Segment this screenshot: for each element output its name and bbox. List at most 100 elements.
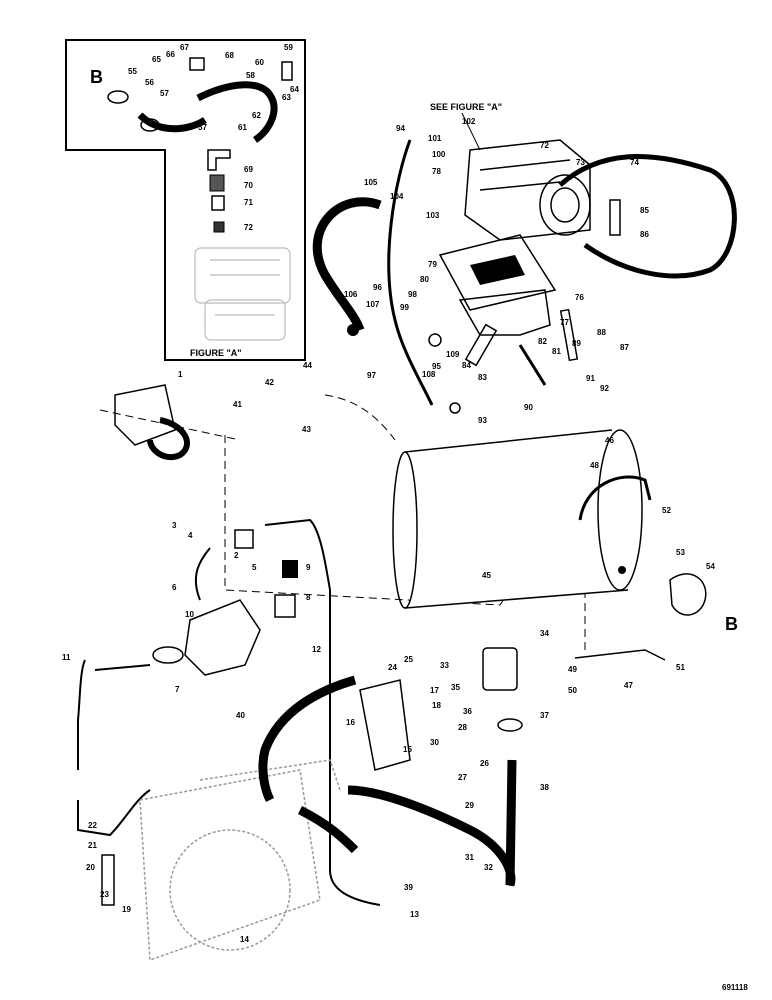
callout-47: 47 (624, 681, 633, 690)
callout-99: 99 (400, 303, 409, 312)
callout-27: 27 (458, 773, 467, 782)
callout-28: 28 (458, 723, 467, 732)
callout-8: 8 (306, 593, 311, 602)
callout-3: 3 (172, 521, 177, 530)
callout-50: 50 (568, 686, 577, 695)
callout-16: 16 (346, 718, 355, 727)
callout-63: 63 (282, 93, 291, 102)
callout-46: 46 (605, 436, 614, 445)
callout-55: 55 (128, 67, 137, 76)
callout-79: 79 (428, 260, 437, 269)
callout-17: 17 (430, 686, 439, 695)
callout-57: 57 (160, 89, 169, 98)
callout-30: 30 (430, 738, 439, 747)
callout-52: 52 (662, 506, 671, 515)
callout-61: 61 (238, 123, 247, 132)
callout-21: 21 (88, 841, 97, 850)
callout-89: 89 (572, 339, 581, 348)
callout-68: 68 (225, 51, 234, 60)
callout-100: 100 (432, 150, 446, 159)
callout-53: 53 (676, 548, 685, 557)
figure-a-inset: B FIGURE "A" 55 56 57 58 59 60 61 62 63 … (65, 39, 306, 361)
callout-33: 33 (440, 661, 449, 670)
callout-65: 65 (152, 55, 161, 64)
callout-83: 83 (478, 373, 487, 382)
callout-97: 97 (367, 371, 376, 380)
callout-85: 85 (640, 206, 649, 215)
callout-15: 15 (403, 745, 412, 754)
callout-6: 6 (172, 583, 177, 592)
callout-22: 22 (88, 821, 97, 830)
callout-41: 41 (233, 400, 242, 409)
callout-20: 20 (86, 863, 95, 872)
callout-11: 11 (62, 653, 71, 662)
callout-54: 54 (706, 562, 715, 571)
callout-38: 38 (540, 783, 549, 792)
callout-87: 87 (620, 343, 629, 352)
callout-25: 25 (404, 655, 413, 664)
callout-69: 69 (244, 165, 253, 174)
callout-39: 39 (404, 883, 413, 892)
callout-19: 19 (122, 905, 131, 914)
callout-64: 64 (290, 85, 299, 94)
callout-5: 5 (252, 563, 257, 572)
callout-51: 51 (676, 663, 685, 672)
callout-62: 62 (252, 111, 261, 120)
callout-59: 59 (284, 43, 293, 52)
callout-37: 37 (540, 711, 549, 720)
callout-106: 106 (344, 290, 358, 299)
callout-9: 9 (306, 563, 311, 572)
callout-95: 95 (432, 362, 441, 371)
callout-102: 102 (462, 117, 476, 126)
callout-48: 48 (590, 461, 599, 470)
callout-60: 60 (255, 58, 264, 67)
callout-101: 101 (428, 134, 442, 143)
callout-1: 1 (178, 370, 183, 379)
callout-40: 40 (236, 711, 245, 720)
see-figure-note: SEE FIGURE "A" (430, 102, 502, 112)
compressor-assembly: SEE FIGURE "A" (312, 102, 737, 414)
inset-caption: FIGURE "A" (190, 348, 242, 358)
inset-border (65, 39, 306, 361)
callout-32: 32 (484, 863, 493, 872)
callout-90: 90 (524, 403, 533, 412)
callout-67: 67 (180, 43, 189, 52)
callout-29: 29 (465, 801, 474, 810)
callout-108: 108 (422, 370, 436, 379)
callout-109: 109 (446, 350, 460, 359)
callout-76: 76 (575, 293, 584, 302)
callout-94: 94 (396, 124, 405, 133)
callout-88: 88 (597, 328, 606, 337)
callout-2: 2 (234, 551, 239, 560)
callout-34: 34 (540, 629, 549, 638)
callout-74: 74 (630, 158, 639, 167)
callout-14: 14 (240, 935, 249, 944)
callout-10: 10 (185, 610, 194, 619)
callout-45: 45 (482, 571, 491, 580)
callout-26: 26 (480, 759, 489, 768)
callout-104: 104 (390, 192, 404, 201)
air-tank: B (392, 429, 738, 661)
callout-66: 66 (166, 50, 175, 59)
callout-91: 91 (586, 374, 595, 383)
callout-12: 12 (312, 645, 321, 654)
callout-18: 18 (432, 701, 441, 710)
callout-71: 71 (244, 198, 253, 207)
callout-105: 105 (364, 178, 378, 187)
callout-98: 98 (408, 290, 417, 299)
inset-marker-b: B (90, 67, 103, 87)
callout-81: 81 (552, 347, 561, 356)
callout-82: 82 (538, 337, 547, 346)
callout-44: 44 (303, 361, 312, 370)
callout-73: 73 (576, 158, 585, 167)
callout-58: 58 (246, 71, 255, 80)
part-number: 691118 (722, 983, 748, 992)
callout-103: 103 (426, 211, 440, 220)
callout-72: 72 (244, 223, 253, 232)
callout-78: 78 (432, 167, 441, 176)
callout-4: 4 (188, 531, 193, 540)
callout-43: 43 (302, 425, 311, 434)
callout-70: 70 (244, 181, 253, 190)
callout-56: 56 (145, 78, 154, 87)
